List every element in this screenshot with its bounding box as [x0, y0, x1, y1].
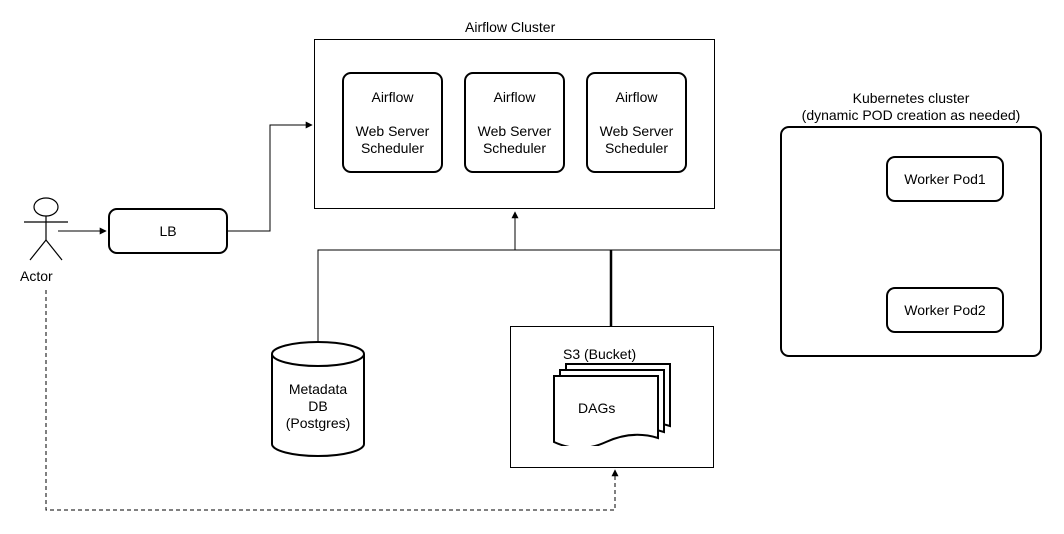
airflow-node-title: Airflow — [615, 88, 658, 105]
dags-documents-icon — [553, 363, 671, 446]
kubernetes-cluster-title: Kubernetes cluster (dynamic POD creation… — [780, 90, 1042, 124]
airflow-node-title: Airflow — [493, 88, 536, 105]
metadata-db-line3: (Postgres) — [285, 415, 351, 431]
db-bus-line — [317, 249, 780, 342]
metadata-db-line1: Metadata — [288, 381, 348, 397]
airflow-cluster-title: Airflow Cluster — [465, 19, 556, 35]
airflow-node-title: Airflow — [371, 88, 414, 105]
worker-pod-2[interactable]: Worker Pod2 — [886, 287, 1004, 333]
actor-icon — [24, 197, 68, 261]
airflow-node-2[interactable]: Airflow Web Server Scheduler — [464, 72, 565, 173]
airflow-node-1[interactable]: Airflow Web Server Scheduler — [342, 72, 443, 173]
airflow-node-3[interactable]: Airflow Web Server Scheduler — [586, 72, 687, 173]
actor-to-s3-dashed-arrow — [45, 290, 619, 511]
dags-label: DAGs — [578, 400, 616, 416]
metadata-db-cylinder-icon — [271, 341, 365, 457]
kubernetes-title-line1: Kubernetes cluster — [852, 90, 970, 106]
kubernetes-title-line2: (dynamic POD creation as needed) — [801, 107, 1021, 123]
airflow-node-scheduler: Scheduler — [360, 139, 425, 156]
lb-to-cluster-arrow — [228, 121, 313, 232]
metadata-db[interactable]: Metadata DB (Postgres) — [270, 381, 366, 432]
airflow-node-web-server: Web Server — [599, 122, 674, 139]
metadata-db-line2: DB — [308, 398, 328, 414]
load-balancer[interactable]: LB — [108, 208, 228, 254]
airflow-node-web-server: Web Server — [355, 122, 430, 139]
airflow-node-scheduler: Scheduler — [482, 139, 547, 156]
actor-label: Actor — [20, 268, 53, 284]
airflow-node-web-server: Web Server — [477, 122, 552, 139]
s3-bucket-title: S3 (Bucket) — [563, 346, 637, 362]
worker-pod-1[interactable]: Worker Pod1 — [886, 156, 1004, 202]
airflow-node-scheduler: Scheduler — [604, 139, 669, 156]
